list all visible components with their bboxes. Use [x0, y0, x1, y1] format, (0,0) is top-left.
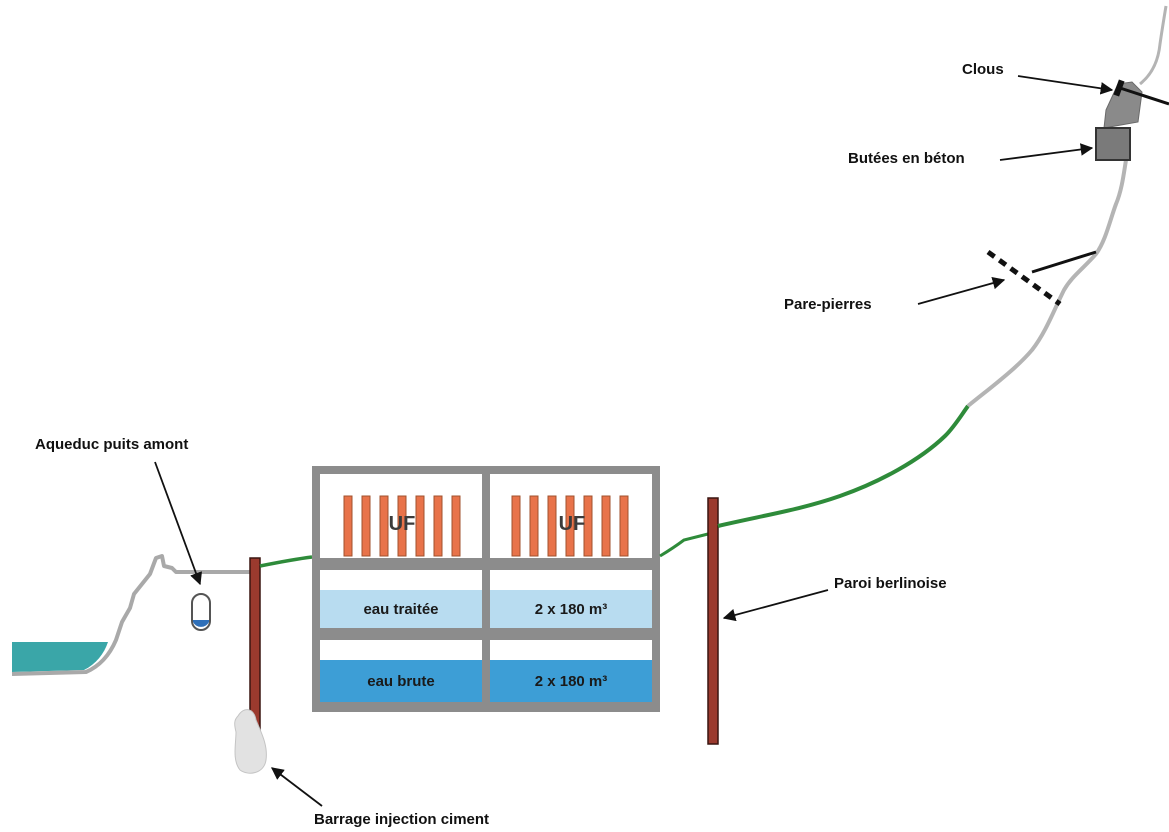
slope-grey — [966, 149, 1130, 408]
lake — [12, 642, 108, 672]
concrete-buttress — [1095, 81, 1143, 161]
nail — [1119, 86, 1169, 106]
aqueduct-shaft — [191, 593, 211, 631]
treated-water-label: eau traitée — [363, 601, 438, 618]
left-wall-post — [249, 557, 261, 735]
rockfall-barrier — [986, 249, 1062, 307]
raw-water-left — [320, 660, 482, 702]
ground-line-left — [259, 555, 313, 568]
uf-label-left: UF — [389, 513, 416, 535]
arrow-butees — [999, 143, 1094, 161]
arrow-paroi — [722, 589, 829, 622]
arrow-barrage — [270, 767, 323, 807]
raw-water-right — [490, 660, 652, 702]
raw-water-label: eau brute — [367, 673, 435, 690]
cement-injection-barrier — [234, 709, 267, 774]
treated-volume-label: 2 x 180 m³ — [535, 601, 608, 618]
nail-plate — [1113, 79, 1125, 97]
treated-water-right — [490, 590, 652, 628]
left-terrain — [11, 554, 250, 676]
rockfall-barrier-anchor — [1031, 250, 1097, 274]
uf-modules-right — [511, 495, 629, 557]
label-clous: Clous — [962, 61, 1004, 78]
label-barrage: Barrage injection ciment — [314, 811, 489, 828]
label-pare-pierres: Pare-pierres — [784, 296, 872, 313]
label-aqueduc: Aqueduc puits amont — [35, 436, 188, 453]
arrow-clous — [1017, 75, 1114, 95]
raw-volume-label: 2 x 180 m³ — [535, 673, 608, 690]
uf-modules-left — [343, 495, 461, 557]
arrow-pare-pierres — [917, 276, 1006, 305]
label-butees: Butées en béton — [848, 150, 965, 167]
ground-line-middle — [659, 532, 709, 558]
treatment-building: UF UF eau traitée 2 x 180 m³ eau brute 2… — [312, 466, 660, 712]
slope-green — [717, 404, 970, 528]
slope-grey-top — [1139, 5, 1168, 86]
label-paroi: Paroi berlinoise — [834, 575, 947, 592]
arrow-aqueduc — [154, 461, 202, 586]
uf-label-right: UF — [559, 513, 586, 535]
treated-water-left — [320, 590, 482, 628]
right-wall-post — [707, 497, 719, 745]
